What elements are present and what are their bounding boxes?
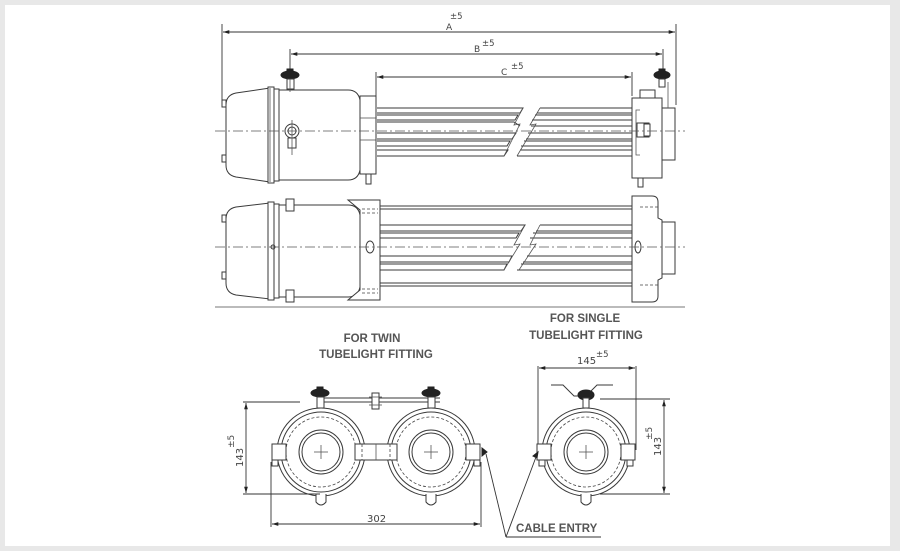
twin-width-value: 302 (367, 514, 386, 525)
twin-height-value: 143 (235, 448, 246, 467)
twin-end-view: 143 ±5 302 (227, 386, 488, 527)
single-width-tol: ±5 (596, 350, 609, 360)
tube-set-upper-right (503, 107, 632, 157)
single-end-view: 145 ±5 143 ±5 (532, 350, 670, 506)
dimension-a: A ±5 (221, 12, 677, 105)
single-title-line1: FOR SINGLE (550, 313, 621, 325)
single-height-value: 143 (653, 437, 664, 456)
dimension-c: C ±5 (375, 62, 633, 96)
tube-set-plan (380, 224, 632, 271)
dim-a-tol: ±5 (450, 12, 463, 22)
dimension-b: B ±5 (289, 39, 664, 70)
side-view (215, 68, 685, 188)
dim-b-tol: ±5 (482, 39, 495, 49)
cable-entry-label: CABLE ENTRY (516, 523, 598, 535)
single-height-tol: ±5 (645, 427, 655, 440)
drawing-frame (5, 5, 890, 546)
tube-set-upper-left (377, 107, 524, 157)
cable-entry-callout: CABLE ENTRY (485, 453, 601, 538)
single-title-line2: TUBELIGHT FITTING (529, 330, 643, 342)
plan-view (215, 195, 685, 303)
single-width-value: 145 (577, 356, 596, 367)
twin-title-line1: FOR TWIN (344, 333, 401, 345)
dim-b-label: B (474, 45, 480, 55)
dim-c-label: C (501, 68, 507, 78)
dim-c-tol: ±5 (511, 62, 524, 72)
twin-title-line2: TUBELIGHT FITTING (319, 349, 433, 361)
dim-a-label: A (446, 23, 453, 33)
twin-height-tol: ±5 (227, 435, 237, 448)
